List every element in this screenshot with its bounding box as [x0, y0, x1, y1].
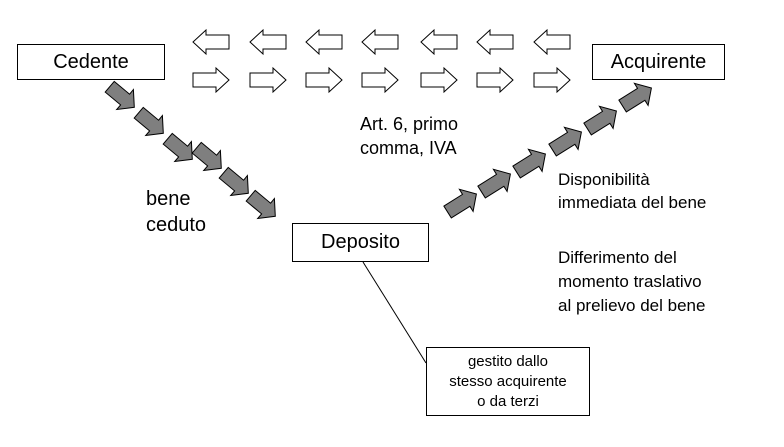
left-arrow-icon — [361, 28, 399, 56]
down-right-arrow-icon — [133, 106, 164, 137]
right-arrow-icon — [420, 66, 458, 94]
left-arrow-icon — [305, 28, 343, 56]
down-right-arrow-icon — [104, 80, 135, 111]
gestito-line-2: stesso acquirente — [449, 372, 567, 390]
up-right-arrow-icon — [477, 168, 511, 199]
art6-line-2: comma, IVA — [360, 138, 457, 158]
right-arrow-icon — [249, 66, 287, 94]
left-arrow-icon — [420, 28, 458, 56]
left-arrow-icon — [192, 28, 230, 56]
right-arrow-icon — [305, 66, 343, 94]
left-arrow-icon — [476, 28, 514, 56]
up-right-arrow-icon — [618, 82, 652, 113]
flow-arrows — [104, 80, 652, 220]
gestito-line-1: gestito dallo — [467, 352, 549, 370]
left-arrow-icon — [249, 28, 287, 56]
right-arrow-icon — [192, 66, 230, 94]
bene-ceduto-label: bene ceduto — [146, 186, 206, 238]
deposito-box: Deposito — [292, 223, 429, 262]
down-right-arrow-icon — [162, 132, 193, 163]
deposito-connector-line — [362, 261, 427, 364]
right-arrow-icon — [533, 66, 571, 94]
acquirente-label: Acquirente — [610, 50, 707, 73]
down-right-arrow-icon — [245, 189, 276, 220]
right-arrow-icon — [361, 66, 399, 94]
disponibilita-line-2: immediata del bene — [558, 193, 707, 212]
up-right-arrow-icon — [548, 126, 582, 157]
left-arrow-icon — [533, 28, 571, 56]
up-right-arrow-icon — [443, 188, 477, 219]
disponibilita-line-1: Disponibilità — [558, 170, 650, 189]
differimento-line-1: Differimento del — [558, 248, 677, 267]
bene-ceduto-line-1: bene — [146, 188, 191, 210]
art6-line-1: Art. 6, primo — [360, 114, 459, 134]
gestito-line-3: o da terzi — [477, 392, 539, 410]
differimento-line-3: al prelievo del bene — [558, 296, 706, 315]
gestito-note-box: gestito dallo stesso acquirente o da ter… — [426, 347, 590, 416]
down-right-arrow-icon — [218, 166, 249, 197]
cedente-box: Cedente — [17, 44, 165, 80]
deposito-label: Deposito — [321, 231, 400, 253]
bene-ceduto-line-2: ceduto — [146, 214, 207, 236]
differimento-label: Differimento del momento traslativo al p… — [558, 246, 705, 318]
exchange-arrows — [192, 28, 571, 94]
differimento-line-2: momento traslativo — [558, 272, 702, 291]
cedente-label: Cedente — [53, 50, 129, 73]
down-right-arrow-icon — [191, 141, 222, 172]
disponibilita-label: Disponibilità immediata del bene — [558, 168, 706, 214]
art6-label: Art. 6, primo comma, IVA — [360, 112, 458, 160]
up-right-arrow-icon — [512, 148, 546, 179]
acquirente-box: Acquirente — [592, 44, 725, 80]
right-arrow-icon — [476, 66, 514, 94]
up-right-arrow-icon — [583, 105, 617, 136]
